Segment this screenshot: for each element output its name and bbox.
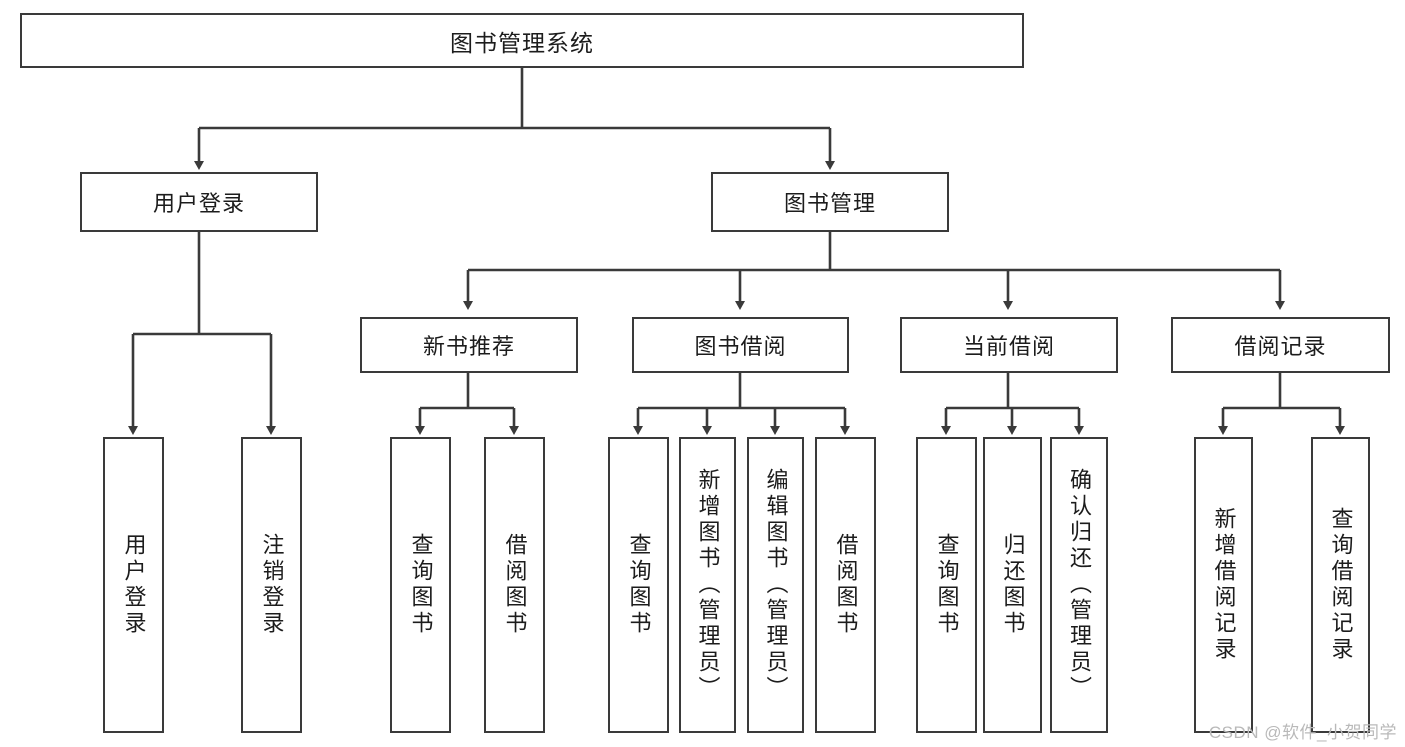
node-new-book-recommend[interactable]: 新书推荐: [360, 317, 578, 373]
leaf-add-book[interactable]: 新增图书（管理员）: [679, 437, 736, 733]
node-user-login[interactable]: 用户登录: [80, 172, 318, 232]
leaf-query-book-2[interactable]: 查询图书: [608, 437, 669, 733]
leaf-borrow-book-1[interactable]: 借阅图书: [484, 437, 545, 733]
node-root-system[interactable]: 图书管理系统: [20, 13, 1024, 68]
leaf-query-book-3[interactable]: 查询图书: [916, 437, 977, 733]
leaf-query-book-1[interactable]: 查询图书: [390, 437, 451, 733]
leaf-return-book[interactable]: 归还图书: [983, 437, 1042, 733]
leaf-add-record[interactable]: 新增借阅记录: [1194, 437, 1253, 733]
leaf-user-login[interactable]: 用户登录: [103, 437, 164, 733]
leaf-confirm-return[interactable]: 确认归还（管理员）: [1050, 437, 1108, 733]
leaf-query-record[interactable]: 查询借阅记录: [1311, 437, 1370, 733]
node-borrow-record[interactable]: 借阅记录: [1171, 317, 1390, 373]
node-book-borrow[interactable]: 图书借阅: [632, 317, 849, 373]
leaf-logout-login[interactable]: 注销登录: [241, 437, 302, 733]
node-current-borrow[interactable]: 当前借阅: [900, 317, 1118, 373]
node-book-manage[interactable]: 图书管理: [711, 172, 949, 232]
leaf-borrow-book-2[interactable]: 借阅图书: [815, 437, 876, 733]
leaf-edit-book[interactable]: 编辑图书（管理员）: [747, 437, 804, 733]
